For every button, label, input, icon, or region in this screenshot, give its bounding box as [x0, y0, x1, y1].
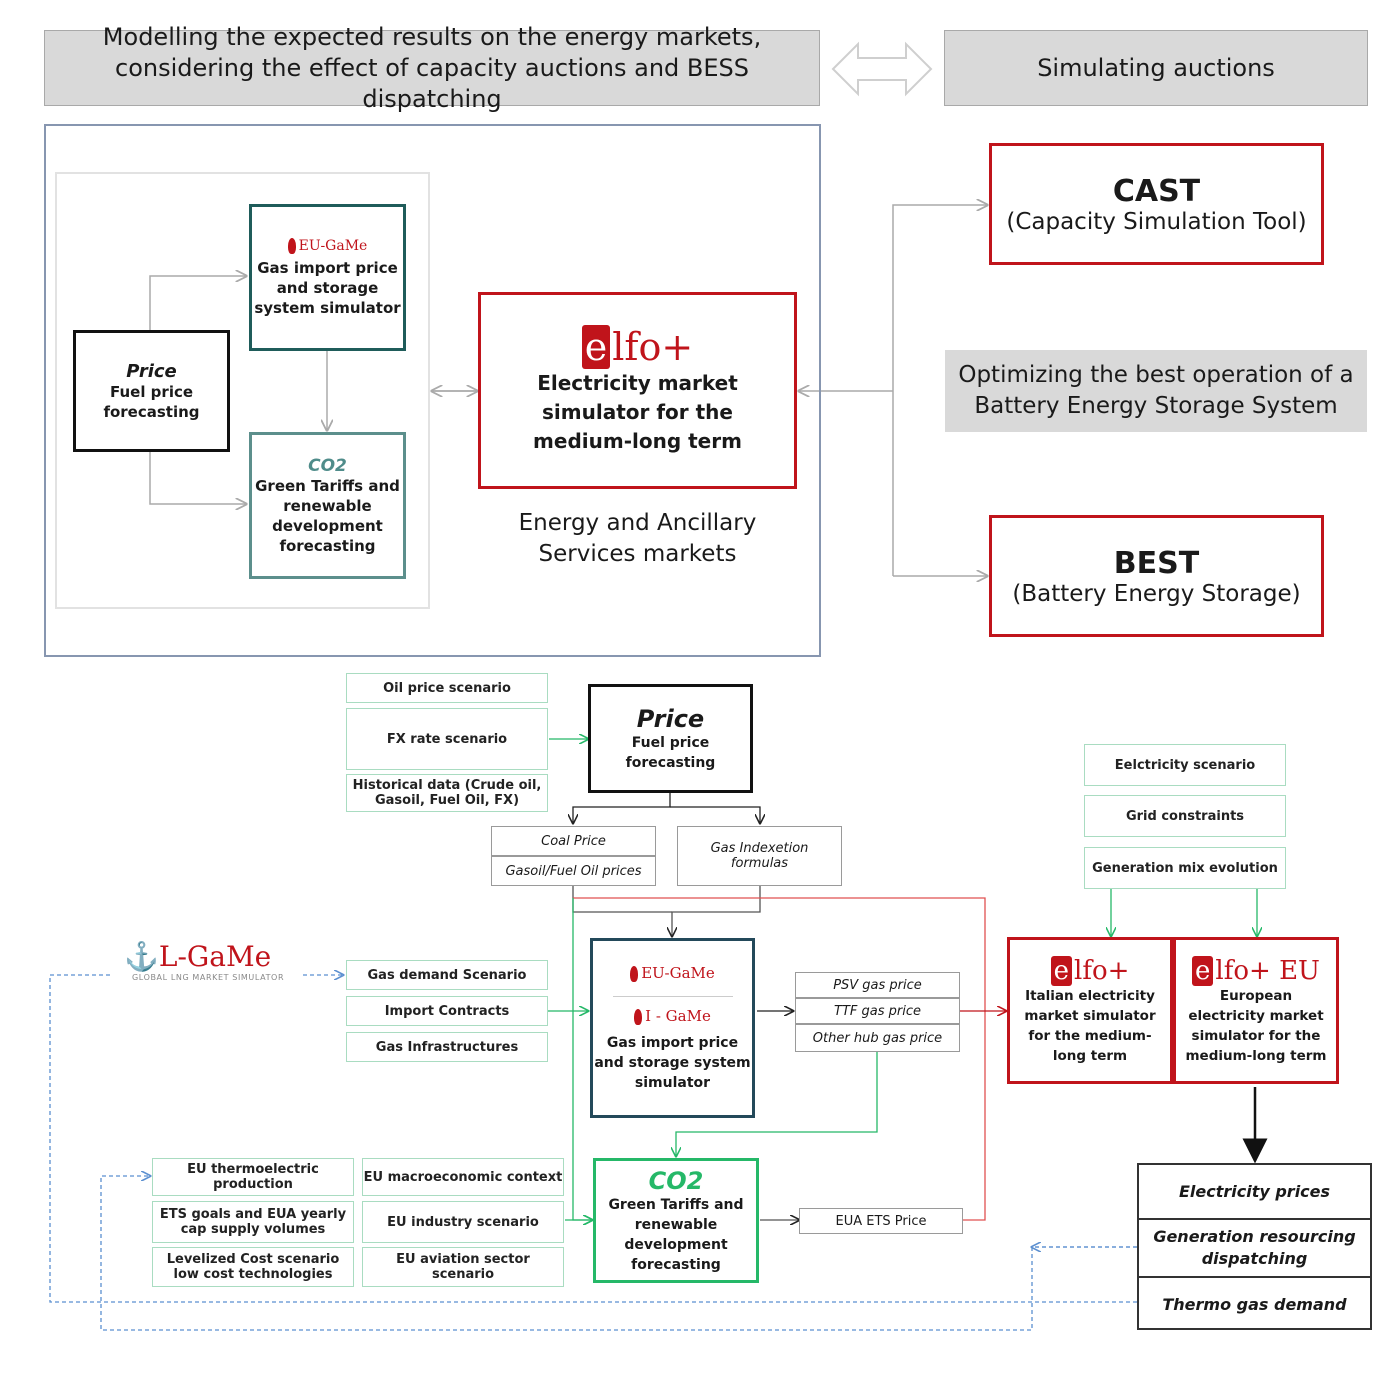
input-fx-rate: FX rate scenario	[346, 708, 548, 770]
output-electricity-prices: Electricity prices	[1139, 1165, 1370, 1220]
psv-gas-price: PSV gas price	[795, 972, 960, 998]
input-generation-mix: Generation mix evolution	[1084, 847, 1286, 889]
price-title-top: Price	[126, 360, 177, 382]
co2-box-bottom: CO2 Green Tariffs and renewable developm…	[593, 1158, 759, 1283]
elfo-e-icon: e	[1192, 955, 1214, 986]
input-ets-goals: ETS goals and EUA yearly cap supply volu…	[152, 1201, 354, 1243]
co2-text-bottom: Green Tariffs and renewable development …	[608, 1196, 744, 1273]
input-electricity-scenario: Eelctricity scenario	[1084, 744, 1286, 786]
logo-divider	[612, 995, 733, 997]
price-subtitle-bottom: Fuel price forecasting	[625, 734, 716, 771]
input-import-contracts: Import Contracts	[346, 996, 548, 1026]
optimizing-banner: Optimizing the best operation of a Batte…	[945, 350, 1367, 432]
input-eu-macroeconomic: EU macroeconomic context	[362, 1158, 564, 1196]
elfo-it-text: Italian electricity market simulator for…	[1024, 987, 1156, 1064]
input-historical-data: Historical data (Crude oil, Gasoil, Fuel…	[346, 774, 548, 812]
lgame-logo-sub: GLOBAL LNG MARKET SIMULATOR	[132, 973, 285, 982]
gas-simulator-box: EU-GaMe I - GaMe Gas import price and st…	[590, 938, 755, 1118]
input-levelized-cost: Levelized Cost scenario low cost technol…	[152, 1247, 354, 1287]
ttf-gas-price: TTF gas price	[795, 998, 960, 1024]
banner-modelling-text: Modelling the expected results on the en…	[102, 22, 762, 113]
elfo-caption: Energy and Ancillary Services markets	[518, 510, 757, 567]
cast-box: CAST (Capacity Simulation Tool)	[989, 143, 1324, 265]
igame-logo: I - GaMe	[634, 1007, 711, 1025]
best-box: BEST (Battery Energy Storage)	[989, 515, 1324, 637]
eugame-text-top: Gas import price and storage system simu…	[254, 258, 401, 317]
input-eu-aviation: EU aviation sector scenario	[362, 1247, 564, 1287]
banner-simulating-text: Simulating auctions	[1037, 53, 1275, 82]
inputs-frame	[55, 172, 430, 609]
ship-icon: ⚓	[124, 940, 159, 973]
coal-price: Coal Price	[491, 826, 656, 856]
eugame-box-top: EU-GaMe Gas import price and storage sys…	[249, 204, 406, 351]
price-box-top: Price Fuel price forecasting	[73, 330, 230, 452]
output-generation-dispatching: Generation resourcing dispatching	[1139, 1220, 1370, 1278]
gasoil-prices: Gasoil/Fuel Oil prices	[491, 856, 656, 886]
co2-title-top: CO2	[308, 455, 347, 476]
input-gas-infrastructures: Gas Infrastructures	[346, 1032, 548, 1062]
eugame-logo-top: EU-GaMe	[287, 237, 367, 254]
input-eu-thermoelectric: EU thermoelectric production	[152, 1158, 354, 1196]
elfo-e-icon: e	[1050, 955, 1072, 986]
elfo-text-top: Electricity market simulator for the med…	[533, 371, 742, 453]
gas-simulator-text: Gas import price and storage system simu…	[594, 1034, 751, 1091]
best-title: BEST	[1113, 545, 1200, 581]
eua-ets-price: EUA ETS Price	[799, 1208, 963, 1234]
input-grid-constraints: Grid constraints	[1084, 795, 1286, 837]
input-eu-industry: EU industry scenario	[362, 1201, 564, 1243]
flame-icon	[634, 1008, 643, 1025]
gas-indexation: Gas Indexetion formulas	[677, 826, 842, 886]
eugame-logo-bottom: EU-GaMe	[630, 964, 715, 982]
price-subtitle-top: Fuel price forecasting	[103, 382, 200, 421]
other-hub-gas-price: Other hub gas price	[795, 1024, 960, 1052]
input-oil-price: Oil price scenario	[346, 673, 548, 703]
outputs-box: Electricity prices Generation resourcing…	[1137, 1163, 1372, 1330]
co2-title-bottom: CO2	[648, 1166, 704, 1195]
flame-icon	[287, 237, 296, 254]
energy-markets-frame	[44, 124, 821, 657]
elfo-eu-text: European electricity market simulator fo…	[1185, 987, 1327, 1064]
output-thermo-gas-demand: Thermo gas demand	[1162, 1294, 1347, 1314]
cast-title: CAST	[1112, 173, 1201, 209]
double-arrow-icon	[831, 41, 933, 97]
best-subtitle: (Battery Energy Storage)	[1012, 580, 1301, 607]
co2-box-top: CO2 Green Tariffs and renewable developm…	[249, 432, 406, 579]
elfo-e-icon: e	[581, 325, 611, 369]
banner-modelling: Modelling the expected results on the en…	[44, 23, 820, 113]
input-gas-demand: Gas demand Scenario	[346, 960, 548, 990]
price-box-bottom: Price Fuel price forecasting	[588, 684, 753, 793]
cast-subtitle: (Capacity Simulation Tool)	[1006, 208, 1307, 235]
lgame-logo-text: ⚓L-GaMe	[124, 940, 272, 973]
banner-simulating-auctions: Simulating auctions	[944, 30, 1368, 106]
lgame-logo: ⚓L-GaMe GLOBAL LNG MARKET SIMULATOR	[112, 940, 302, 1002]
flame-icon	[630, 965, 639, 982]
price-title-bottom: Price	[636, 704, 705, 733]
co2-text-top: Green Tariffs and renewable development …	[255, 476, 400, 555]
